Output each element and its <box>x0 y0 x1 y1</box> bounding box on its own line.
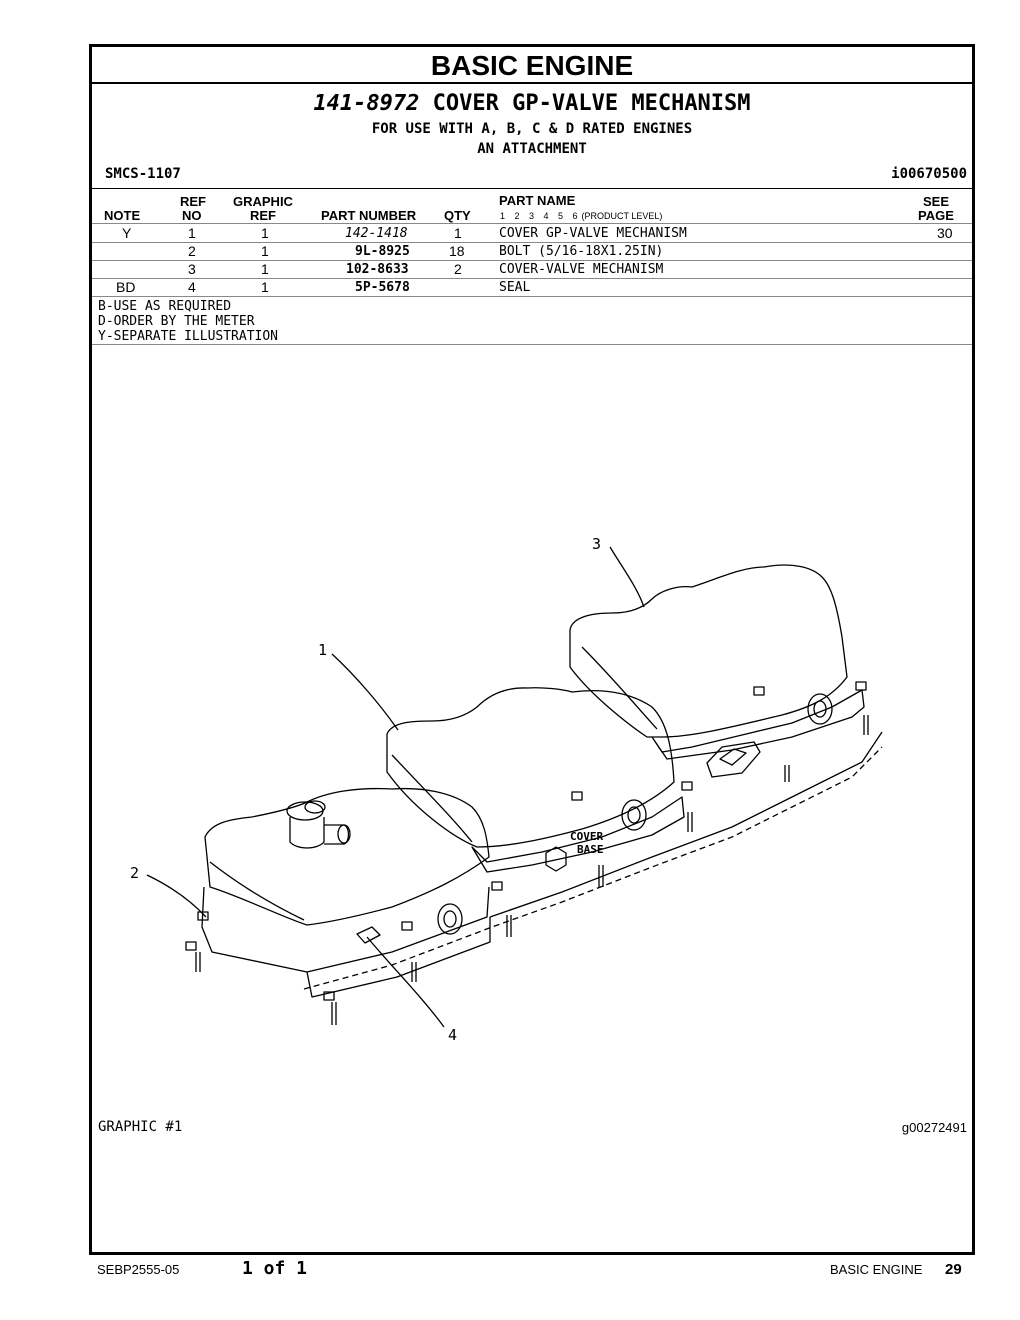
callout-3: 3 <box>592 535 601 553</box>
header-graphic-bottom: REF <box>250 208 276 223</box>
row-graphic-ref: 1 <box>261 261 269 277</box>
row-rule <box>92 296 972 297</box>
graphic-id: g00272491 <box>901 1120 967 1135</box>
notes-legend: B-USE AS REQUIRED D-ORDER BY THE METER Y… <box>98 299 278 344</box>
footer-section: BASIC ENGINE <box>830 1262 923 1277</box>
row-rule <box>92 278 972 279</box>
row-part-name: COVER-VALVE MECHANISM <box>499 262 664 277</box>
subtitle-rated-engines: FOR USE WITH A, B, C & D RATED ENGINES <box>371 121 693 137</box>
row-part-number: 5P-5678 <box>355 280 410 295</box>
note-b: B-USE AS REQUIRED <box>98 299 232 314</box>
callout-1: 1 <box>318 641 327 659</box>
row-part-number: 142-1418 <box>345 226 408 241</box>
row-qty: 1 <box>454 225 462 241</box>
row-part-name: COVER GP-VALVE MECHANISM <box>499 226 687 241</box>
leader-3 <box>609 546 645 608</box>
row-graphic-ref: 1 <box>261 279 269 295</box>
cover-1-outline <box>386 687 675 848</box>
footer-doc-number: SEBP2555-05 <box>97 1262 180 1277</box>
leader-2 <box>146 874 207 918</box>
table-top-rule <box>92 188 972 189</box>
header-qty: QTY <box>444 208 471 223</box>
row-qty: 18 <box>449 243 465 259</box>
header-ref-top: REF <box>180 194 206 209</box>
subtitle-attachment: AN ATTACHMENT <box>477 141 587 157</box>
group-title: 141-8972 COVER GP-VALVE MECHANISM <box>92 91 972 116</box>
row-ref: 3 <box>188 261 196 277</box>
header-see-bottom: PAGE <box>918 208 954 223</box>
callout-4: 4 <box>448 1026 457 1044</box>
group-number: 141-8972 <box>313 91 420 116</box>
leader-4 <box>366 936 445 1028</box>
row-graphic-ref: 1 <box>261 243 269 259</box>
row-part-number: 102-8633 <box>346 262 409 277</box>
base-label: BASE <box>577 843 604 856</box>
header-see-top: SEE <box>923 194 950 209</box>
row-ref: 2 <box>188 243 196 259</box>
row-note: BD <box>116 279 136 295</box>
group-name: COVER GP-VALVE MECHANISM <box>432 91 751 116</box>
row-ref: 1 <box>188 225 196 241</box>
row-rule <box>92 260 972 261</box>
section-title: BASIC ENGINE <box>92 47 972 84</box>
product-level-numbers: 1 2 3 4 5 6 <box>500 211 578 221</box>
footer-page-number: 29 <box>945 1261 962 1278</box>
smcs-code: SMCS-1107 <box>105 166 181 182</box>
note-y: Y-SEPARATE ILLUSTRATION <box>98 329 279 344</box>
bolt-studs <box>195 715 869 1025</box>
row-note: Y <box>122 225 132 241</box>
row-graphic-ref: 1 <box>261 225 269 241</box>
product-level-label: (PRODUCT LEVEL) <box>581 211 663 221</box>
footer-page-of: 1 of 1 <box>242 1258 308 1279</box>
cover-3-outline <box>569 564 848 738</box>
header-ref-bottom: NO <box>182 208 202 223</box>
graphic-label: GRAPHIC #1 <box>98 1119 183 1135</box>
cover-2-outline <box>204 787 490 926</box>
row-qty: 2 <box>454 261 462 277</box>
parts-page-frame: BASIC ENGINE 141-8972 COVER GP-VALVE MEC… <box>89 44 975 1255</box>
callout-2: 2 <box>130 864 139 882</box>
row-part-name: BOLT (5/16-18X1.25IN) <box>499 244 664 259</box>
leader-1 <box>331 653 399 731</box>
notes-rule <box>92 344 972 345</box>
bolt-heads <box>185 681 867 1001</box>
header-graphic-top: GRAPHIC <box>233 194 293 209</box>
header-part-name: PART NAME <box>499 193 576 208</box>
row-ref: 4 <box>188 279 196 295</box>
row-rule <box>92 242 972 243</box>
document-id: i00670500 <box>891 166 967 182</box>
row-part-name: SEAL <box>499 280 531 295</box>
note-d: D-ORDER BY THE METER <box>98 314 255 329</box>
header-part-number: PART NUMBER <box>321 208 417 223</box>
row-part-number: 9L-8925 <box>355 244 410 259</box>
header-note: NOTE <box>104 208 141 223</box>
valve-cover-illustration: 1 2 3 4 COVER BASE <box>130 535 883 1044</box>
header-product-levels: 1 2 3 4 5 6(PRODUCT LEVEL) <box>500 211 662 221</box>
cover-label: COVER <box>570 830 603 843</box>
row-see-page: 30 <box>937 225 953 241</box>
table-header-rule <box>92 223 972 224</box>
